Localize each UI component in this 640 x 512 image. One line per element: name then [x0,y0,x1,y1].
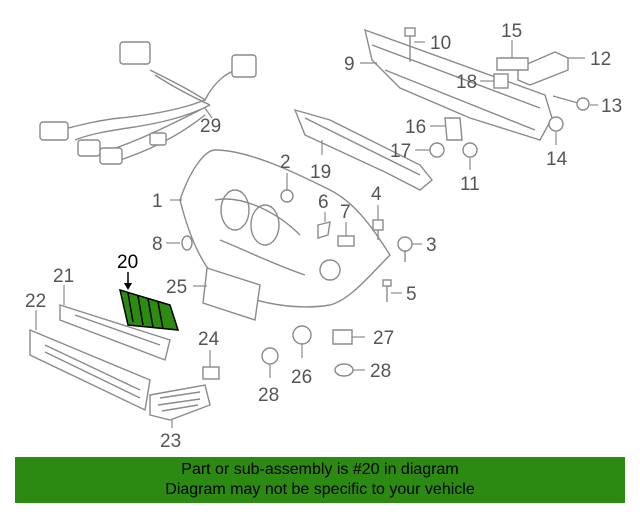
grommet-14[interactable] [548,116,564,132]
lower-grille-22[interactable] [29,328,151,412]
bracket-12[interactable] [517,51,569,86]
parts-diagram: 1 2 3 4 5 6 7 8 9 10 11 12 13 14 15 16 1… [25,21,622,452]
callout-9: 9 [344,54,355,75]
ring-28-right[interactable] [334,363,354,377]
bracket-16[interactable] [444,117,463,141]
callout-25: 25 [166,277,187,298]
callout-15: 15 [501,21,522,42]
grille-20-highlighted[interactable] [118,288,180,331]
grille-frame-21[interactable] [59,304,171,361]
license-plate-base[interactable] [202,267,261,321]
callout-14: 14 [546,149,568,170]
callout-18: 18 [456,72,477,93]
callout-19: 19 [310,162,331,183]
callout-1: 1 [152,191,163,212]
callout-13: 13 [601,96,622,117]
info-banner: Part or sub-assembly is #20 in diagram D… [15,457,625,503]
nut-11[interactable] [462,142,478,158]
callout-21: 21 [53,266,74,287]
callout-28a: 28 [258,385,279,406]
callout-20: 20 [117,252,138,273]
callout-10: 10 [430,33,451,54]
plug-7[interactable] [337,235,355,247]
callout-12: 12 [590,49,611,70]
callout-2: 2 [280,152,291,173]
callout-28b: 28 [370,361,391,382]
callout-5: 5 [406,284,417,305]
nut-18[interactable] [493,73,509,89]
callout-22: 22 [25,291,46,312]
clip-15[interactable] [496,57,529,71]
bolt-5[interactable] [382,279,392,302]
callout-27: 27 [373,328,394,349]
clip-17[interactable] [429,142,445,158]
callout-7: 7 [340,202,351,223]
callout-6: 6 [318,192,329,213]
callout-3: 3 [426,235,437,256]
energy-absorber[interactable] [293,108,433,191]
wiring-harness[interactable] [39,41,257,165]
callout-26: 26 [291,367,312,388]
callout-24: 24 [198,329,220,350]
bolt-10[interactable] [404,27,416,62]
sensor-26[interactable] [292,325,312,345]
bumper-reinforcement[interactable] [364,28,553,141]
callout-11: 11 [460,174,480,195]
sensor-holder-27[interactable] [332,329,353,345]
callout-29: 29 [200,116,221,137]
callout-8: 8 [152,234,163,255]
bracket-24[interactable] [202,366,220,380]
banner-line-2: Diagram may not be specific to your vehi… [165,481,475,498]
clip-3[interactable] [397,236,413,262]
callout-4: 4 [371,184,382,205]
bracket-6[interactable] [317,221,331,239]
bumper-cover[interactable] [179,149,391,308]
fog-lamp-cover-23[interactable] [149,384,211,421]
callout-17: 17 [390,141,411,162]
bolt-13[interactable] [552,95,590,111]
ring-28-left[interactable] [261,347,279,365]
clip-2[interactable] [280,189,294,203]
callout-23: 23 [160,431,181,452]
plug-8[interactable] [181,235,193,251]
banner-line-1: Part or sub-assembly is #20 in diagram [181,461,459,478]
callout-16: 16 [405,117,426,138]
